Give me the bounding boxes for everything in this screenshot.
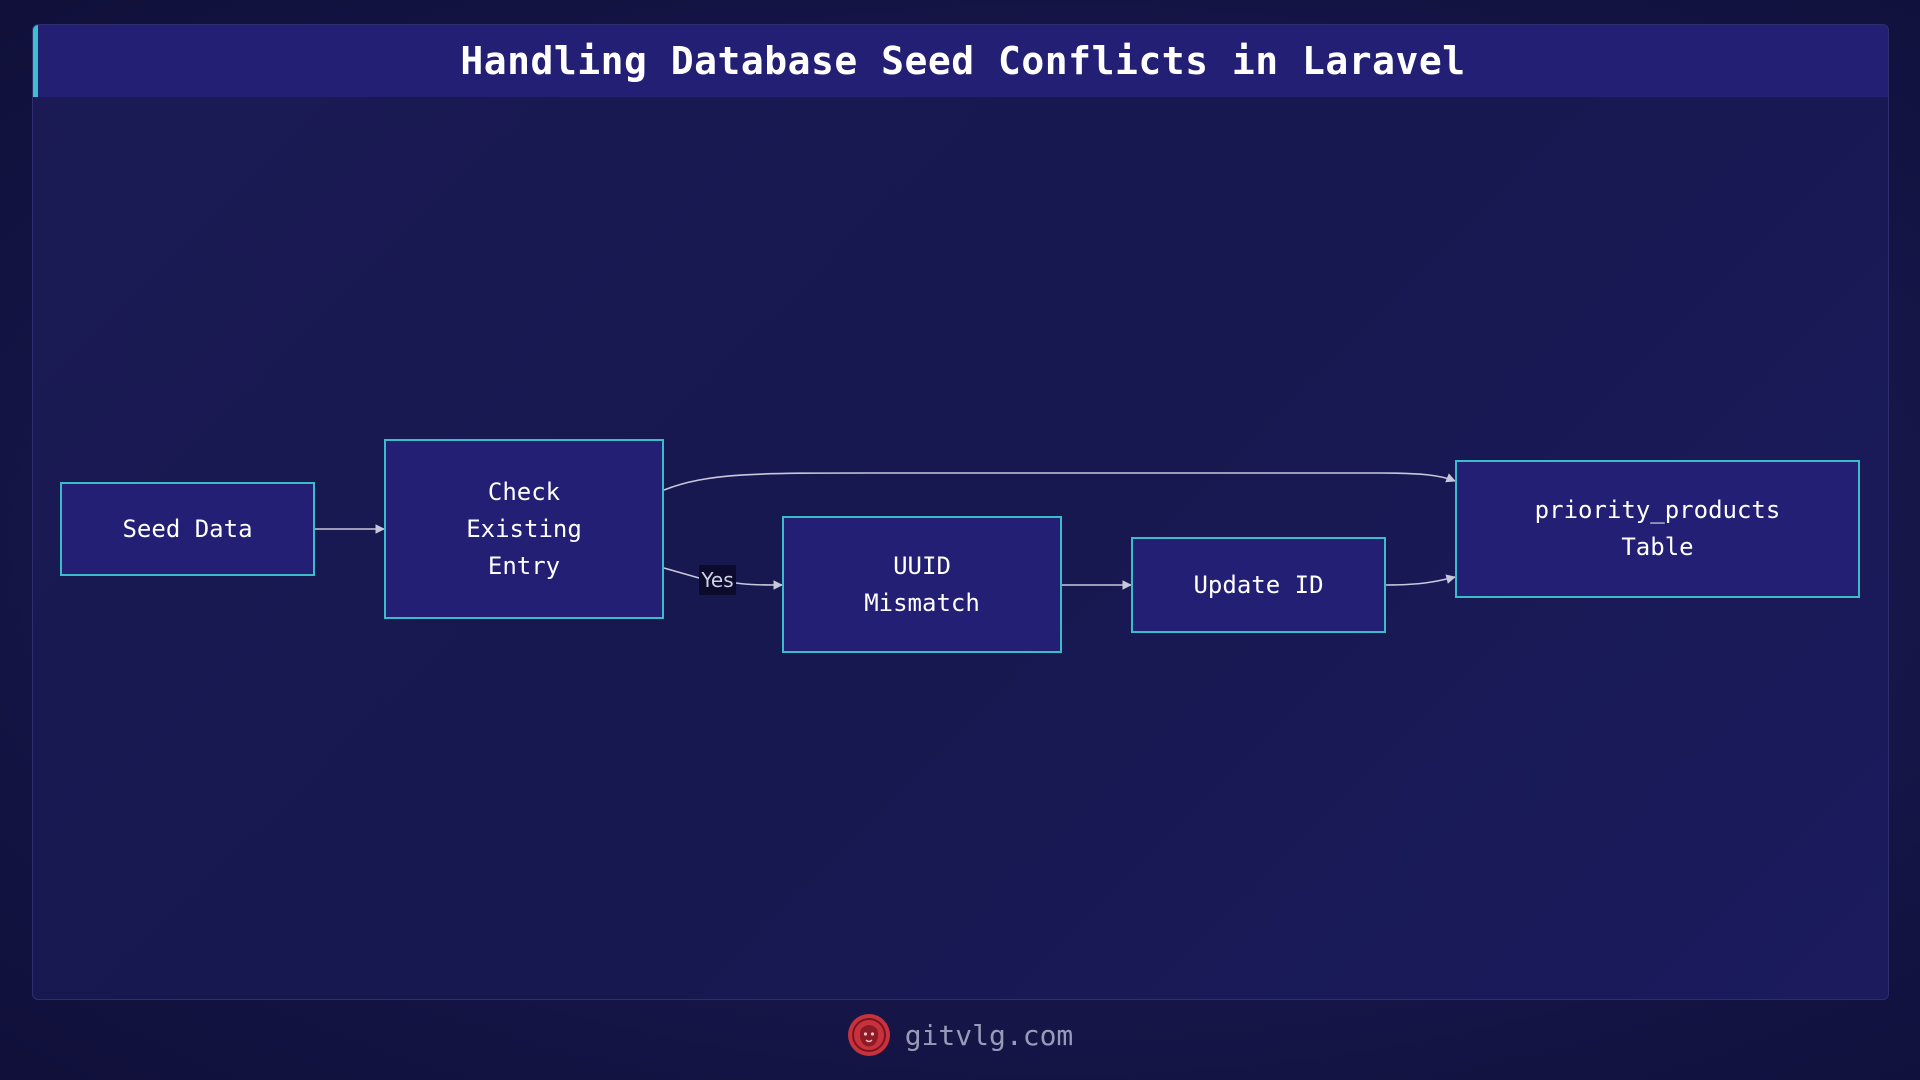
node-update-id: Update ID — [1131, 537, 1386, 633]
node-priority-products-table-label: priority_products Table — [1534, 496, 1781, 561]
node-priority-products-table: priority_products Table — [1455, 460, 1860, 598]
lion-logo-icon — [847, 1014, 890, 1056]
node-uuid-mismatch-label: UUID Mismatch — [864, 551, 980, 617]
node-check-existing-entry: Check Existing Entry — [384, 439, 664, 619]
node-uuid-mismatch: UUID Mismatch — [782, 516, 1062, 653]
footer-brand[interactable]: gitvlg.com — [904, 1018, 1074, 1052]
title-bar: Handling Database Seed Conflicts in Lara… — [33, 25, 1888, 97]
node-seed-data-label: Seed Data — [122, 514, 253, 543]
page-title: Handling Database Seed Conflicts in Lara… — [460, 39, 1466, 83]
node-update-id-label: Update ID — [1193, 570, 1324, 599]
footer: gitvlg.com — [0, 1010, 1920, 1060]
node-seed-data: Seed Data — [60, 482, 315, 576]
edge-label-yes: Yes — [699, 565, 736, 595]
node-check-existing-entry-label: Check Existing Entry — [466, 477, 582, 580]
